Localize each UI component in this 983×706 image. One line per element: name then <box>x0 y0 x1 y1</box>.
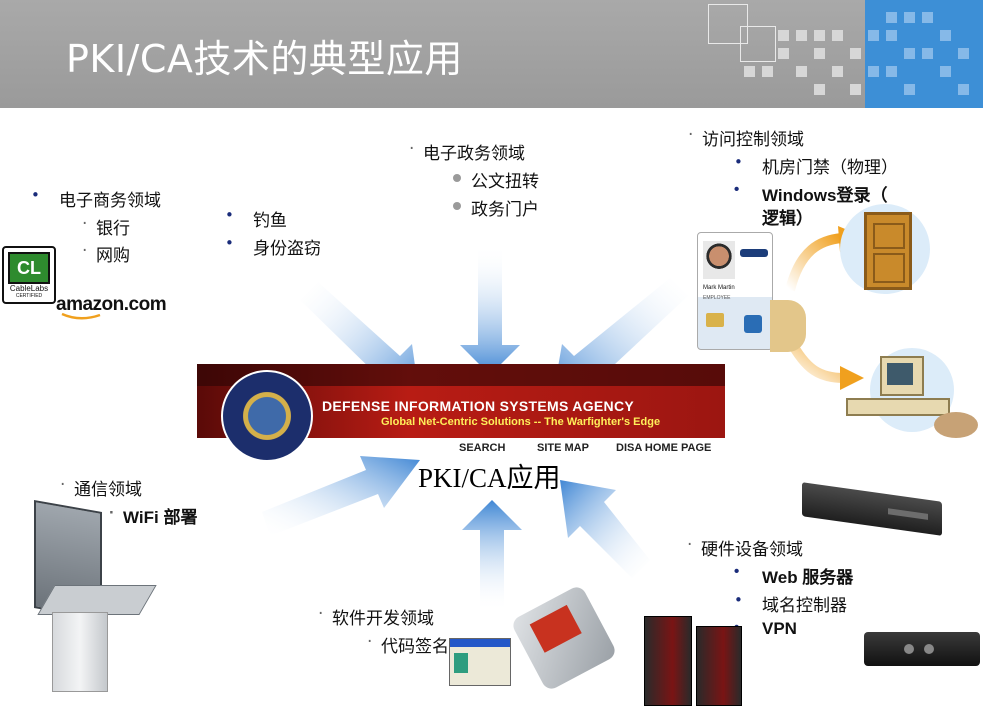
ecommerce-item-shopping: 网购 <box>82 241 130 266</box>
nav-site-map[interactable]: SITE MAP <box>537 442 589 454</box>
arrow-comm <box>262 456 420 536</box>
hardware-item-dns-controller: 域名控制器 <box>734 591 847 616</box>
disa-banner-shade <box>197 364 725 386</box>
mouse-icon <box>934 412 978 438</box>
wifi-router-icon <box>52 612 108 692</box>
cablelabs-mark: CL <box>8 252 50 284</box>
nav-disa-home[interactable]: DISA HOME PAGE <box>616 442 712 454</box>
phishing-item-identity-theft: 身份盗窃 <box>225 234 321 259</box>
chip-icon <box>706 313 724 327</box>
badge-logo <box>740 249 768 257</box>
computer-case-icon <box>846 398 950 416</box>
laptop-keyboard-icon <box>37 585 157 615</box>
phishing-item-fishing: 钓鱼 <box>225 206 287 231</box>
egov-item-portal: 政务门户 <box>453 195 539 220</box>
egov-heading: 电子政务领域 <box>409 139 525 164</box>
computer-monitor-icon <box>880 356 924 396</box>
cablelabs-sub: CERTIFIED <box>15 293 43 299</box>
center-label: PKI/CA应用 <box>418 463 561 493</box>
tower-server-2-icon <box>696 626 742 706</box>
cablelabs-name: CableLabs <box>9 284 49 293</box>
software-item-codesign: 代码签名 <box>367 632 449 657</box>
amazon-logo: amazon.com <box>56 294 167 315</box>
access-item-windows: Windows登录（ <box>734 181 888 206</box>
arrow-software <box>462 500 522 612</box>
id-badge-image: Mark Martin EMPLOYEE <box>697 232 773 350</box>
software-heading: 软件开发领域 <box>318 604 434 629</box>
arrow-egov <box>460 245 520 375</box>
badge-emblem <box>744 315 762 333</box>
ecommerce-heading: 电子商务领域 <box>31 186 161 211</box>
disa-seal-icon <box>221 370 313 462</box>
access-heading: 访问控制领域 <box>688 125 804 150</box>
header-pattern <box>700 0 983 108</box>
egov-item-docs: 公文扭转 <box>453 167 539 192</box>
arrow-door <box>785 233 843 292</box>
cablelabs-logo: CL CableLabs CERTIFIED <box>2 246 56 304</box>
hardware-heading: 硬件设备领域 <box>687 535 803 560</box>
door-icon <box>864 212 912 290</box>
banner-tagline: Global Net-Centric Solutions -- The Warf… <box>381 416 661 428</box>
signing-dialog-image <box>449 638 511 686</box>
arrow-hardware <box>560 480 650 578</box>
comm-heading: 通信领域 <box>60 475 142 500</box>
hand-icon <box>770 300 806 352</box>
access-item-physical: 机房门禁（物理） <box>734 153 898 178</box>
comm-item-wifi: WiFi 部署 <box>109 503 198 528</box>
banner-agency: DEFENSE INFORMATION SYSTEMS AGENCY <box>322 398 634 414</box>
badge-role: EMPLOYEE <box>703 295 731 301</box>
hardware-item-vpn: VPN <box>734 619 797 639</box>
nav-search[interactable]: SEARCH <box>459 442 506 454</box>
badge-photo <box>703 241 735 279</box>
tower-server-1-icon <box>644 616 692 706</box>
badge-name: Mark Martin <box>703 285 735 291</box>
ecommerce-item-bank: 银行 <box>82 214 130 239</box>
amazon-smile-icon <box>61 312 101 320</box>
page-title: PKI/CA技术的典型应用 <box>66 37 463 81</box>
vpn-appliance-icon <box>864 632 980 666</box>
access-item-logical: 逻辑） <box>762 209 813 228</box>
hardware-item-web-server: Web 服务器 <box>734 563 853 588</box>
